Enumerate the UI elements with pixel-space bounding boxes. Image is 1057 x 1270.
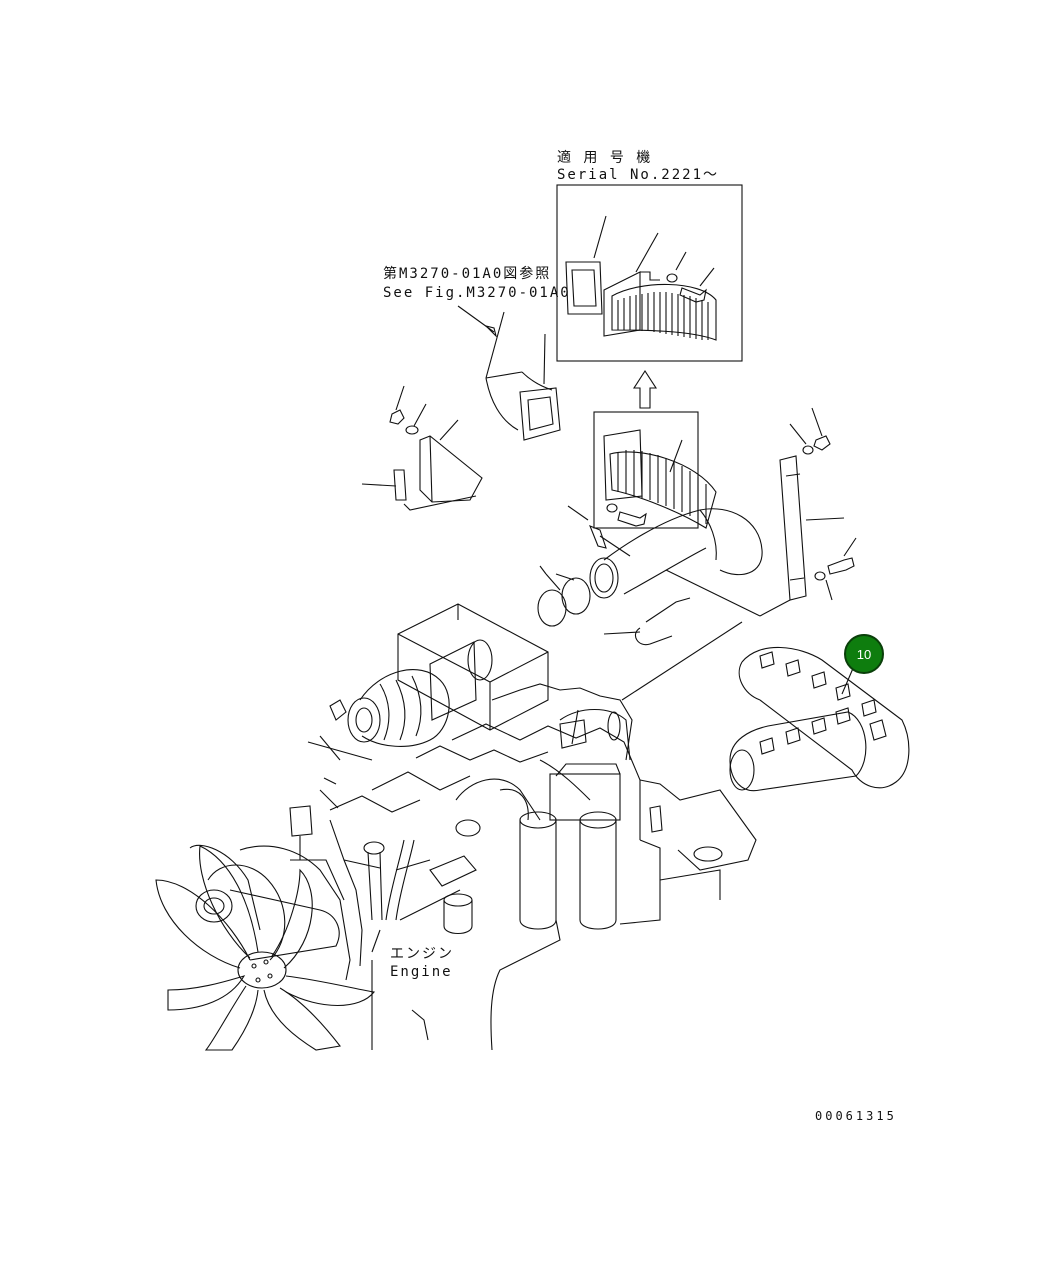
main-duct-assembly <box>567 411 763 599</box>
reference-jp-label: 第M3270-01A0図参照 <box>383 266 552 282</box>
engine-jp-label: エンジン <box>390 946 454 962</box>
reference-duct <box>457 305 561 441</box>
engine-en-label: Engine <box>390 964 453 980</box>
up-arrow-icon <box>632 369 658 409</box>
engine-block <box>289 683 757 1051</box>
serial-inset <box>556 184 743 362</box>
reference-en-label[interactable]: See Fig.M3270-01A0 <box>383 285 571 301</box>
engine-leader <box>371 929 381 953</box>
u-bolt <box>603 597 691 646</box>
hose-clamps <box>537 565 591 627</box>
exhaust-muffler <box>621 621 910 792</box>
left-bracket <box>361 385 483 511</box>
inset-jp-label: 適 用 号 機 <box>557 150 653 166</box>
document-number: 00061315 <box>815 1109 897 1123</box>
callout-10-button[interactable]: 10 <box>844 634 884 674</box>
air-cleaner <box>307 603 549 761</box>
inset-serial-label: Serial No.2221～ <box>557 167 720 183</box>
right-bracket <box>665 407 857 617</box>
cooling-fan <box>155 844 376 1051</box>
